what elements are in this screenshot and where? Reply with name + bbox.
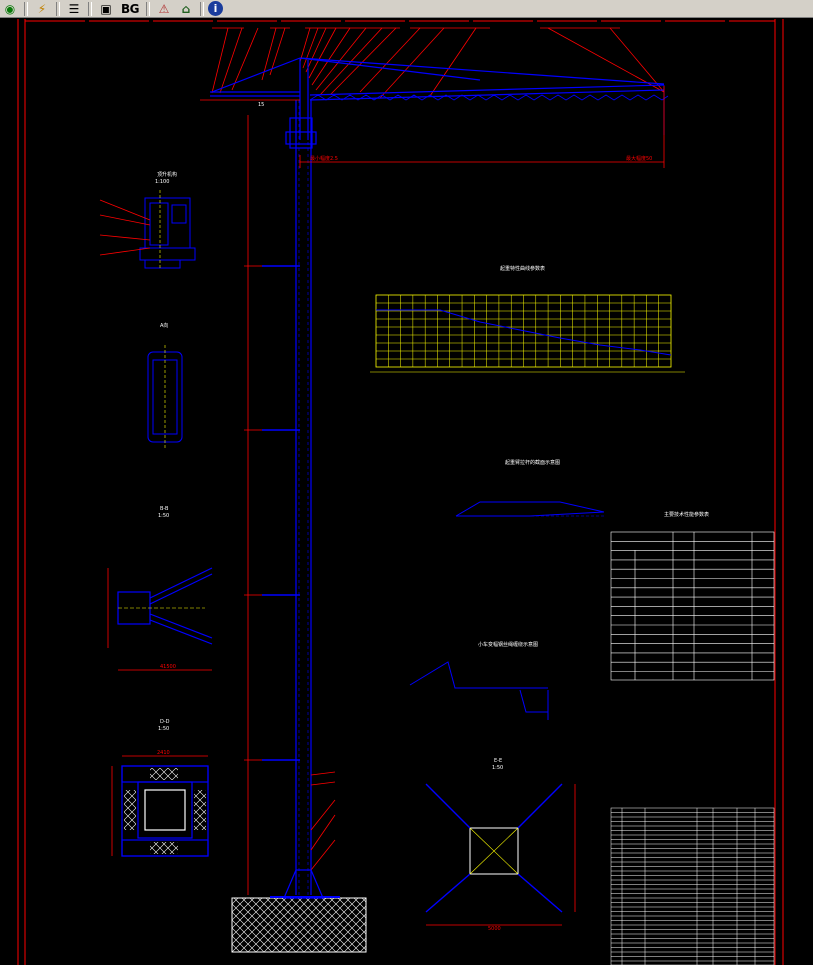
bg-button[interactable]: BG xyxy=(121,1,140,16)
info-icon[interactable]: i xyxy=(208,1,223,16)
base-leader-lines xyxy=(310,771,336,871)
detail-dd-dims xyxy=(111,755,208,856)
globe-icon[interactable]: ◉ xyxy=(4,1,16,16)
mast-tie-marks xyxy=(262,265,300,761)
detail-4-title: D-D xyxy=(160,719,170,725)
lightning-icon[interactable]: ⚡ xyxy=(37,1,47,16)
foundation-plan-dims xyxy=(426,784,576,926)
crane-jib xyxy=(210,57,669,149)
detail-3-title: B-B xyxy=(160,506,169,512)
jib-max-radius-label: 最大幅度50 xyxy=(626,155,652,162)
specs-table-title: 主要技术性能参数表 xyxy=(664,511,709,518)
detail-climbing-mechanism xyxy=(139,190,196,270)
toolbar-separator xyxy=(56,1,60,16)
cad-drawing-canvas[interactable]: 最小幅度2.5 最大幅度50 15 xyxy=(0,19,813,965)
layers-icon[interactable]: ☰ xyxy=(68,1,80,16)
detail-3-scale: 1:50 xyxy=(158,513,169,519)
window-icon[interactable]: ▣ xyxy=(100,1,112,16)
jib-section-diagram xyxy=(455,501,605,517)
detail-1-leaders xyxy=(99,199,151,256)
trolley-rope-title: 小车变幅钢丝绳缠绕示意图 xyxy=(478,641,538,648)
jib-section-title: 起重臂拉杆的截面示意图 xyxy=(505,459,560,466)
jib-min-radius-label: 最小幅度2.5 xyxy=(310,155,338,162)
toolbar: ◉ ⚡ ☰ ▣ BG ⚠ ⌂ i xyxy=(0,0,813,18)
warning-icon[interactable]: ⚠ xyxy=(158,1,170,16)
toolbar-separator xyxy=(88,1,92,16)
detail-5-title: E-E xyxy=(494,758,502,764)
leader-lines xyxy=(211,27,665,99)
detail-dd-hatch xyxy=(124,768,206,854)
detail-dd xyxy=(121,765,209,857)
toolbar-separator xyxy=(146,1,150,16)
detail-1-title: 顶升机构 xyxy=(157,171,177,178)
chart-title: 起重特性曲线参数表 xyxy=(500,265,545,272)
crane-mast xyxy=(295,100,312,895)
foundation xyxy=(231,869,367,953)
foundation-plan xyxy=(425,783,563,913)
dim-5000: 5000 xyxy=(488,926,501,932)
detail-a-view xyxy=(147,345,183,450)
toolbar-separator xyxy=(24,1,28,16)
specs-table xyxy=(610,531,775,681)
jib-dimensions xyxy=(200,86,665,168)
detail-bb-dims xyxy=(107,568,212,671)
load-chart xyxy=(370,294,685,373)
detail-4-scale: 1:50 xyxy=(158,726,169,732)
parts-list xyxy=(610,807,775,965)
drawing-frame xyxy=(17,19,784,965)
jib-left-dim-label: 15 xyxy=(258,102,264,108)
trolley-rope-diagram xyxy=(409,661,549,720)
dim-41500: 41500 xyxy=(160,664,176,670)
detail-1-scale: 1:100 xyxy=(155,179,169,185)
detail-5-scale: 1:50 xyxy=(492,765,503,771)
mast-dimensions xyxy=(244,115,300,895)
toolbar-separator xyxy=(200,1,204,16)
dim-2410: 2410 xyxy=(157,750,170,756)
home-icon[interactable]: ⌂ xyxy=(181,1,191,16)
detail-bb xyxy=(117,567,213,645)
detail-2-title: A向 xyxy=(160,322,168,329)
